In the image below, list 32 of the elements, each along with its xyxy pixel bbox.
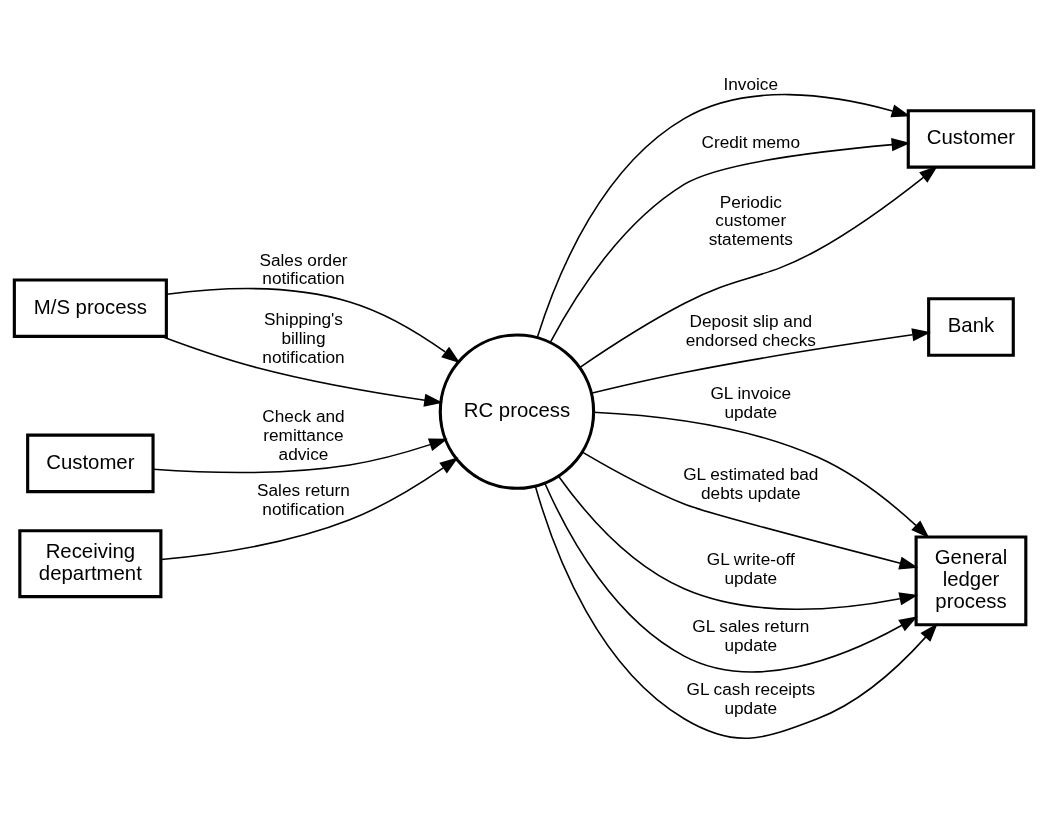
edge-label: GL write-off update	[706, 548, 795, 588]
edge-label: Check and remittance advice	[262, 405, 345, 464]
arrow	[581, 450, 919, 569]
arrow	[578, 165, 938, 368]
node-box: Customer	[906, 108, 1036, 169]
edge-label: Credit memo	[701, 131, 801, 152]
arrow	[534, 484, 938, 739]
arrow	[166, 287, 461, 363]
node-box: M/S process	[12, 277, 168, 338]
edge-label: Periodic customer statements	[708, 191, 793, 249]
node-box: Receiving department	[18, 528, 163, 598]
node-box: Bank	[927, 296, 1015, 357]
edge-label: Deposit slip and endorsed checks	[685, 310, 816, 349]
edge-label: GL invoice update	[710, 382, 792, 422]
edge-label: Sales order notification	[259, 249, 348, 288]
arrow	[152, 437, 448, 473]
arrow	[160, 456, 459, 560]
arrow	[536, 93, 911, 338]
arrow	[543, 481, 918, 673]
edge-label: Invoice	[723, 73, 779, 94]
edge-label: Shipping's billing notification	[262, 308, 345, 367]
arrow	[549, 137, 911, 343]
arrow	[161, 335, 443, 407]
arrow	[557, 474, 919, 610]
node-box: General ledger process	[914, 534, 1028, 626]
edge-label: GL estimated bad debts update	[683, 463, 819, 503]
arrow	[590, 327, 931, 394]
edge-label: GL cash receipts update	[686, 678, 816, 718]
edge-label: Sales return notification	[257, 479, 350, 519]
arrow	[592, 410, 930, 538]
edge-label: GL sales return update	[692, 615, 810, 655]
node-box: Customer	[26, 433, 155, 493]
